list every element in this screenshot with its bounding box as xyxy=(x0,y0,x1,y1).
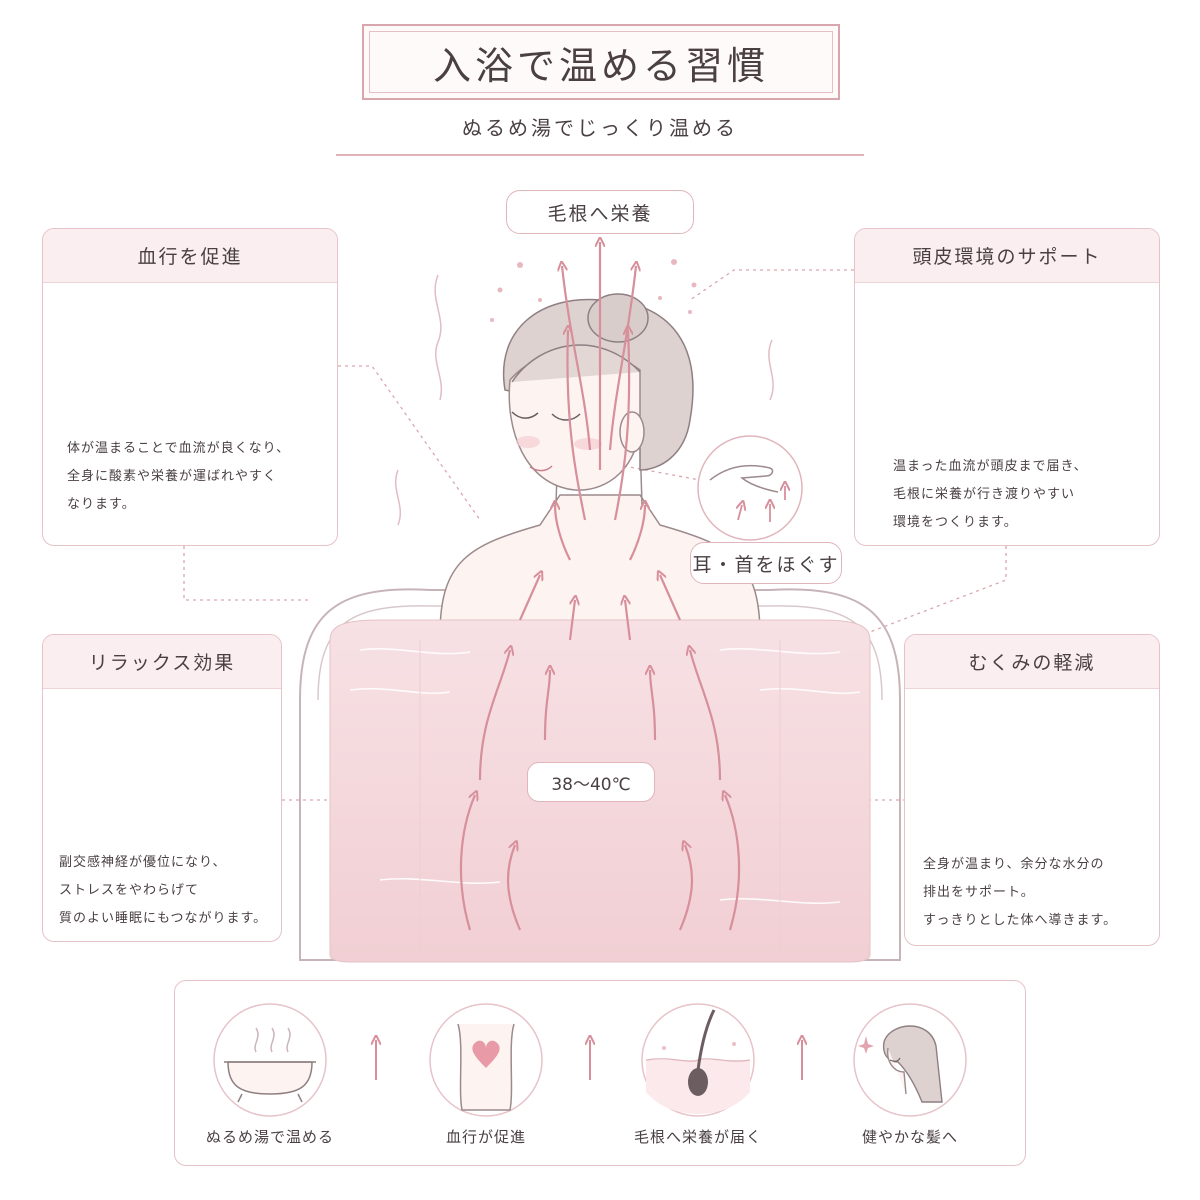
ear-neck-label: 耳・首をほぐす xyxy=(690,542,842,584)
woman-figure xyxy=(439,293,761,636)
card-swelling-reduction-title: むくみの軽減 xyxy=(905,635,1159,689)
card-text-line: 副交感神経が優位になり、 xyxy=(59,855,227,870)
card-swelling-reduction-text: 全身が温まり、余分な水分の 排出をサポート。 すっきりとした体へ導きます。 xyxy=(923,851,1117,935)
card-blood-flow: 血行を促進 体が温まることで血流が良くなり、 全身に酸素や栄養が運ばれやすく な… xyxy=(42,228,338,546)
card-text-line: 質のよい睡眠にもつながります。 xyxy=(59,911,268,926)
flow-step-label-3: 毛根へ栄養が届く xyxy=(633,1128,762,1146)
hair-root-nutrition-label: 毛根へ栄養 xyxy=(506,190,694,234)
card-text-line: 環境をつくります。 xyxy=(893,515,1018,530)
ear-neck-inset xyxy=(697,435,803,541)
card-blood-flow-text: 体が温まることで血流が良くなり、 全身に酸素や栄養が運ばれやすく なります。 xyxy=(67,435,290,519)
card-text-line: 全身が温まり、余分な水分の xyxy=(923,857,1105,872)
card-text-line: ストレスをやわらげて xyxy=(59,883,200,898)
card-text-line: 排出をサポート。 xyxy=(923,885,1035,900)
card-relax-effect-title: リラックス効果 xyxy=(43,635,281,689)
flow-step-label-1: ぬるめ湯で温める xyxy=(205,1128,334,1146)
flow-step-label-2: 血行が促進 xyxy=(445,1128,526,1146)
sparkle-dots xyxy=(490,259,697,322)
card-text-line: なります。 xyxy=(67,497,136,512)
flow-step-label-4: 健やかな髪へ xyxy=(861,1128,958,1146)
card-text-line: 温まった血流が頭皮まで届き、 xyxy=(893,459,1088,474)
card-scalp-support: 頭皮環境のサポート 温まった血流が頭皮まで届き、 毛根に栄養が行き渡りやすい 環… xyxy=(854,228,1160,546)
page-subtitle: ぬるめ湯でじっくり温める xyxy=(462,116,738,140)
steam-wisps xyxy=(394,274,774,526)
page-title: 入浴で温める習慣 xyxy=(432,43,769,88)
card-text-line: 体が温まることで血流が良くなり、 xyxy=(67,441,291,456)
card-swelling-reduction: むくみの軽減 全身が温まり、余分な水分の 排出をサポート。 すっきりとした体へ導… xyxy=(904,634,1160,946)
card-text-line: すっきりとした体へ導きます。 xyxy=(923,913,1118,928)
circulation-arrows xyxy=(459,242,741,931)
title-banner: 入浴で温める習慣 xyxy=(362,24,840,100)
subtitle-divider xyxy=(336,154,864,156)
temperature-badge: 38〜40℃ xyxy=(527,762,655,802)
card-text-line: 毛根に栄養が行き渡りやすい xyxy=(893,487,1076,502)
card-scalp-support-title: 頭皮環境のサポート xyxy=(855,229,1159,283)
card-blood-flow-title: 血行を促進 xyxy=(43,229,337,283)
card-scalp-support-text: 温まった血流が頭皮まで届き、 毛根に栄養が行き渡りやすい 環境をつくります。 xyxy=(893,453,1088,537)
card-relax-effect: リラックス効果 副交感神経が優位になり、 ストレスをやわらげて 質のよい睡眠にも… xyxy=(42,634,282,942)
card-text-line: 全身に酸素や栄養が運ばれやすく xyxy=(67,469,278,484)
card-relax-effect-text: 副交感神経が優位になり、 ストレスをやわらげて 質のよい睡眠にもつながります。 xyxy=(59,849,267,933)
